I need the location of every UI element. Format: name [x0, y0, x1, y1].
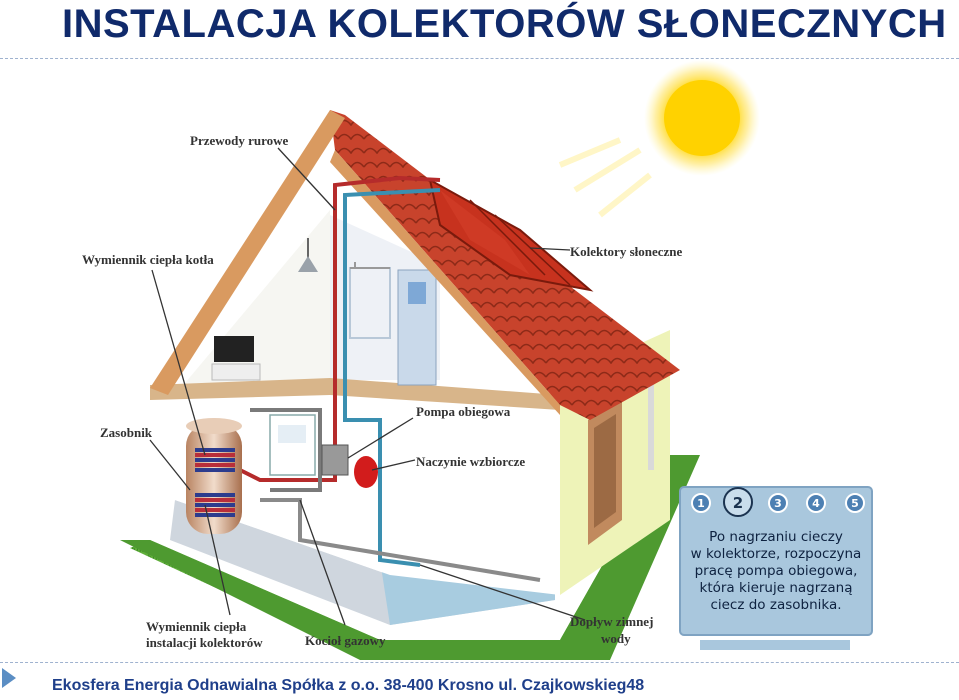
page-title: INSTALACJA KOLEKTORÓW SŁONECZNYCH — [62, 2, 947, 46]
lamp-icon — [298, 238, 318, 272]
label-zasobnik: Zasobnik — [100, 425, 153, 440]
tv-icon — [211, 336, 261, 381]
attic-floor — [150, 378, 560, 410]
label-wymiennik-kotla: Wymiennik ciepła kotła — [82, 252, 214, 267]
step-1-button[interactable] — [691, 493, 711, 513]
label-pompa: Pompa obiegowa — [416, 404, 511, 419]
info-line-1: Po nagrzaniu cieczy — [709, 529, 843, 545]
lawn-front — [120, 455, 700, 660]
label-przewody: Przewody rurowe — [190, 133, 289, 148]
info-line-2: w kolektorze, rozpoczyna — [691, 546, 862, 562]
bullet-triangle-icon — [2, 668, 16, 688]
label-doplyw-2: wody — [601, 631, 631, 646]
step-3-button[interactable] — [768, 493, 788, 513]
step-5-button[interactable] — [845, 493, 865, 513]
expansion-vessel — [354, 456, 378, 488]
step-2-label: 2 — [733, 494, 743, 512]
label-wymiennik-instalacji-1: Wymiennik ciepła — [146, 619, 247, 634]
footer-divider — [0, 662, 959, 663]
shower — [349, 262, 391, 339]
step-selector: 1 2 3 4 5 — [691, 487, 865, 517]
side-window — [588, 400, 622, 545]
storage-tank — [186, 418, 242, 534]
step-3-label: 3 — [774, 497, 782, 510]
leader-lines — [149, 147, 586, 626]
label-kolektory: Kolektory słoneczne — [570, 244, 683, 259]
footer-text: Ekosfera Energia Odnawialna Spółka z o.o… — [52, 677, 645, 694]
sun-icon — [558, 60, 760, 218]
circulation-pump — [321, 444, 349, 476]
solar-collector-panels — [428, 178, 594, 292]
step-4-label: 4 — [812, 497, 820, 510]
info-line-3: pracę pompa obiegowa, — [695, 563, 858, 579]
info-line-4: która kieruje nagrzaną — [700, 580, 853, 596]
label-wymiennik-instalacji-2: instalacji kolektorów — [146, 635, 263, 650]
label-naczynie: Naczynie wzbiorcze — [416, 454, 525, 469]
info-panel: 1 2 3 4 5 Po nagrzaniu cieczy w kolektor… — [679, 486, 873, 650]
step-2-button[interactable] — [723, 487, 753, 517]
title-divider — [0, 58, 959, 59]
step-1-label: 1 — [697, 497, 705, 510]
pipes — [239, 175, 541, 582]
step-4-button[interactable] — [806, 493, 826, 513]
gas-boiler — [269, 414, 316, 476]
step-5-label: 5 — [851, 497, 859, 510]
info-line-5: ciecz do zasobnika. — [710, 597, 841, 613]
solar-installation-diagram: Przewody rurowe Wymiennik ciepła kotła K… — [82, 60, 873, 660]
label-kociol: Kocioł gazowy — [305, 633, 386, 648]
roof-edge — [150, 110, 345, 395]
label-doplyw-1: Dopływ zimnej — [570, 614, 653, 629]
bathroom-door — [397, 269, 437, 386]
